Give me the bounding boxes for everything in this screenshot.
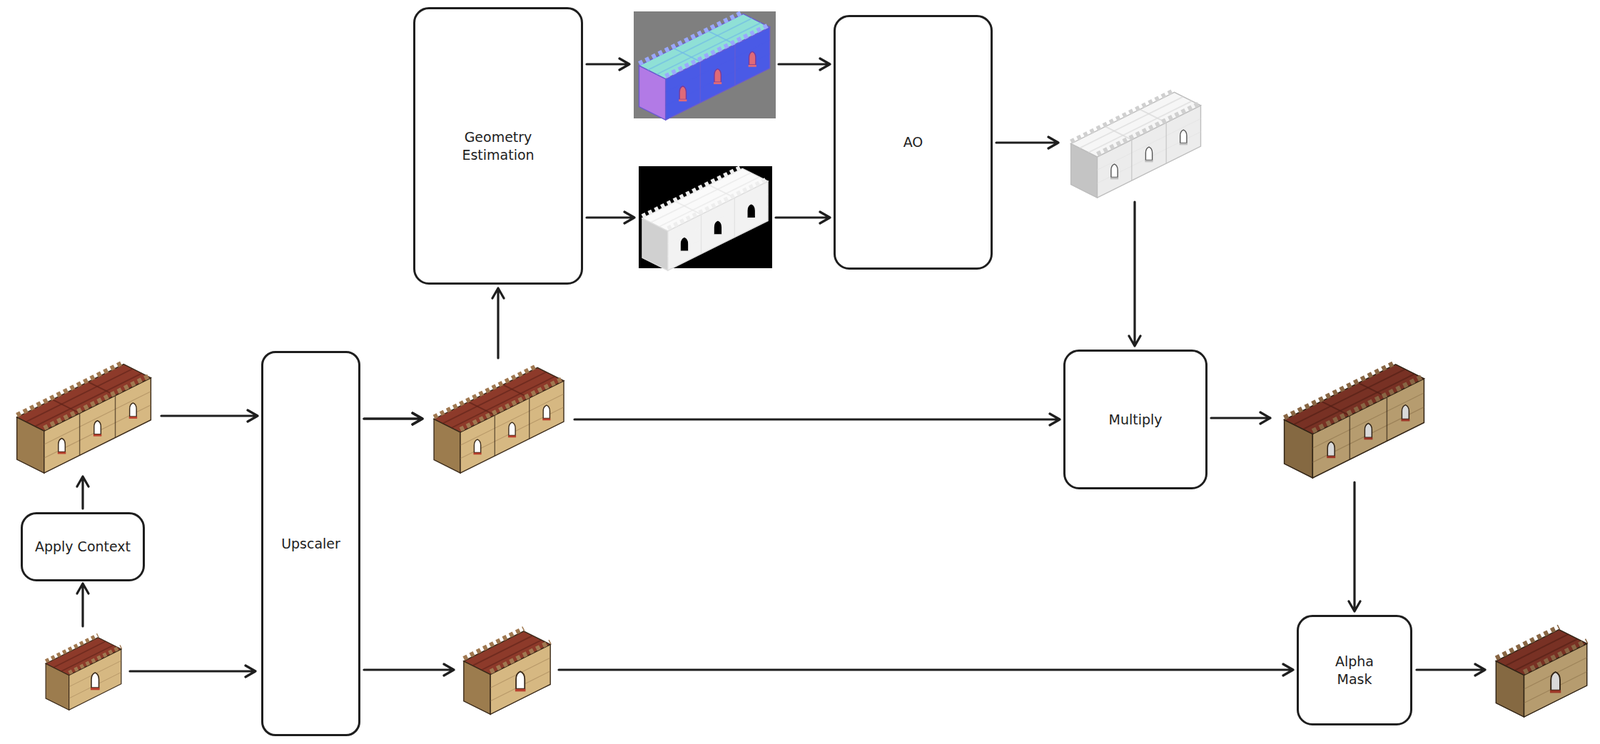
connector-arrow	[363, 288, 504, 425]
input-arrow	[77, 583, 89, 627]
label-group: Alpha Mask	[1325, 652, 1384, 688]
connector-arrow	[586, 211, 830, 224]
input-wall-image	[7, 358, 161, 475]
connector-arrow	[77, 410, 258, 509]
node-label: Alpha Mask	[1325, 652, 1384, 688]
process-box: Multiply	[1063, 349, 1208, 490]
output-tile-image	[1490, 617, 1593, 723]
process-box: Alpha Mask	[1296, 615, 1413, 726]
process-box: Upscaler	[261, 351, 361, 737]
label-group: Apply Context	[34, 538, 131, 556]
input-tile-image	[40, 627, 127, 715]
label-group: Multiply	[1108, 411, 1162, 429]
node-label: AO	[903, 133, 924, 152]
process-box: Apply Context	[20, 512, 145, 582]
connector-arrow	[363, 664, 1294, 676]
node-label: Apply Context	[34, 538, 131, 556]
depth-map-image	[638, 166, 773, 269]
shaded-wall-image	[1275, 358, 1434, 480]
process-box: Geometry Estimation	[413, 7, 584, 285]
output-arrow	[1416, 664, 1486, 676]
node-label: Upscaler	[281, 535, 341, 554]
process-box: AO	[833, 14, 993, 270]
input-arrow	[129, 665, 256, 678]
node-label: Geometry Estimation	[455, 128, 541, 164]
connector-arrow	[996, 137, 1141, 347]
upscaled-tile-image	[458, 619, 556, 720]
connector-arrow	[586, 58, 830, 70]
connector-arrow	[363, 413, 1060, 426]
label-group: Geometry Estimation	[455, 128, 541, 164]
connector-arrow	[1211, 412, 1361, 612]
ao-map-image	[1061, 87, 1212, 200]
normal-map-image	[633, 11, 776, 119]
label-group: AO	[903, 133, 924, 152]
node-label: Multiply	[1108, 411, 1162, 429]
upscaled-wall-image	[426, 362, 572, 475]
label-group: Upscaler	[281, 535, 341, 554]
